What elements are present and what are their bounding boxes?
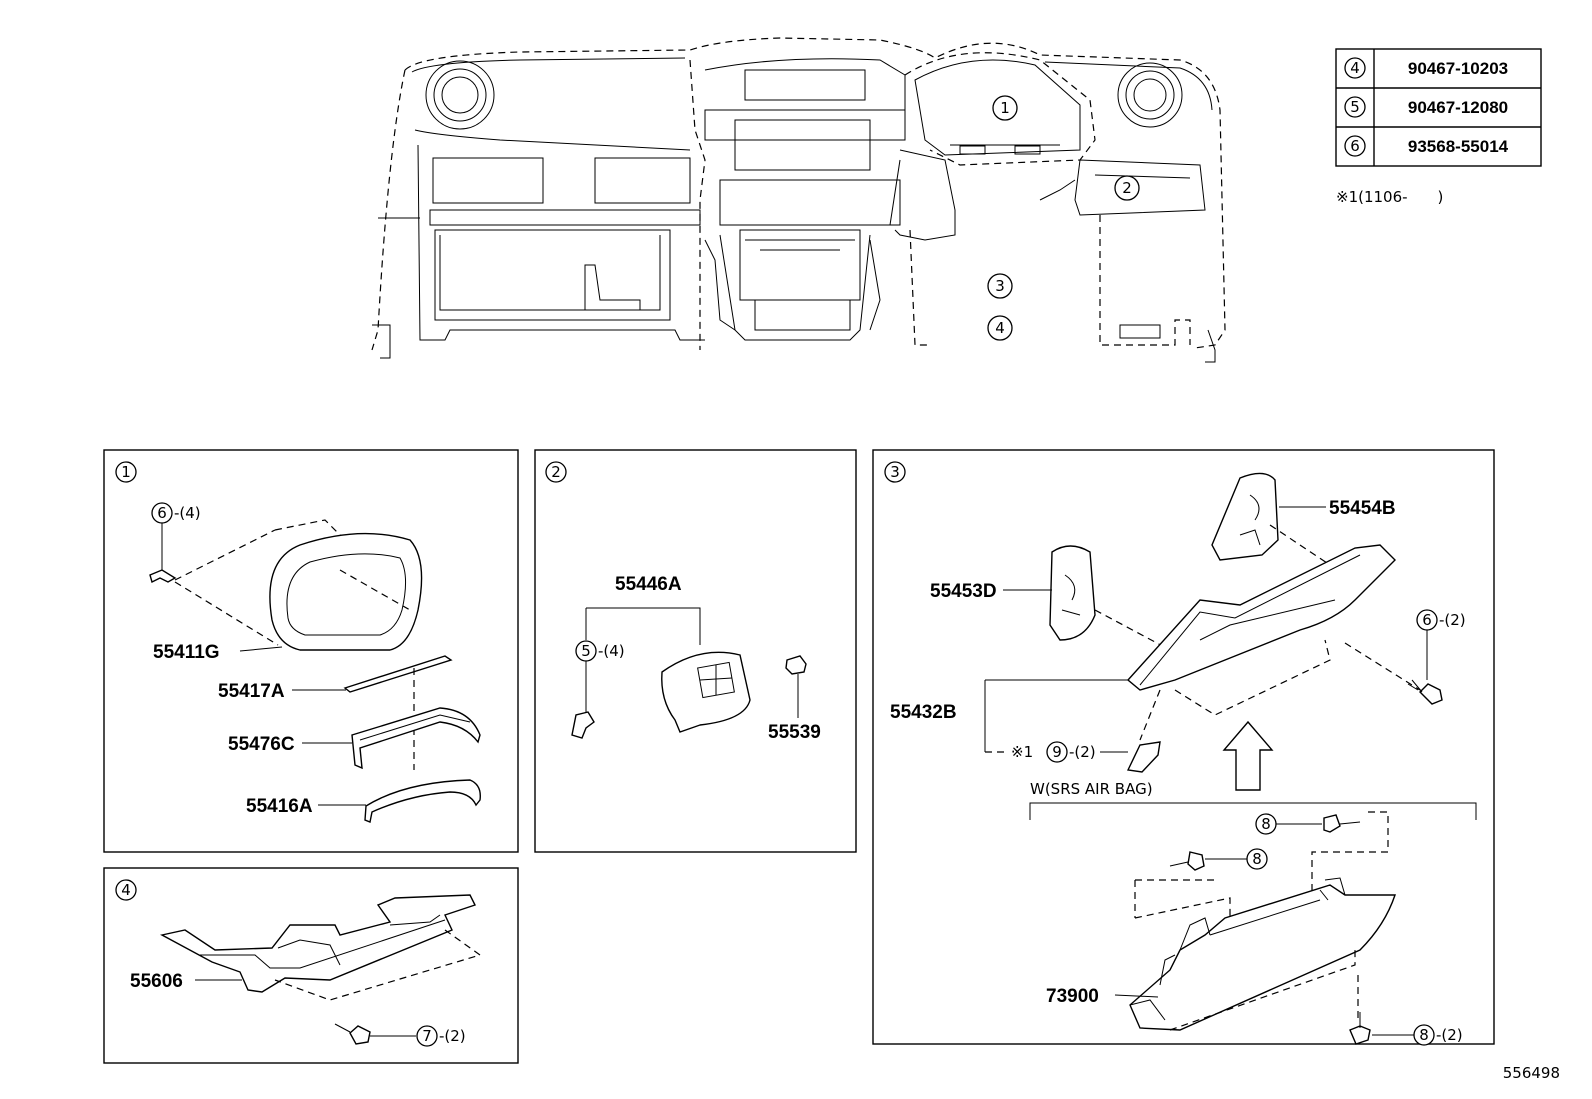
table-part-5: 90467-12080: [1408, 98, 1508, 117]
direction-arrow: [1222, 720, 1274, 791]
screw-8a-icon: [1323, 814, 1341, 833]
glove-box: [1129, 884, 1396, 1031]
screw-6-icon: [1419, 683, 1443, 705]
panel-2: 2 55446A 5 -(4) 55539: [534, 449, 857, 853]
panel-3-screw8c-ref: 8: [1419, 1026, 1429, 1044]
table-note: ※1(1106- ): [1336, 188, 1443, 206]
part-55606: 55606: [130, 971, 183, 992]
screw-8c-icon: [1349, 1025, 1371, 1045]
panel-4-screw7-ref: 7: [422, 1027, 432, 1045]
dashboard-overview: 1 2 3 4: [371, 37, 1226, 363]
panel-1-screw-qty: -(4): [174, 504, 201, 522]
panel-3-screw6-qty: -(2): [1439, 611, 1466, 629]
cluster-bezel: [351, 707, 481, 770]
clip-6-icon: [149, 569, 177, 584]
screw-8b-icon: [1187, 851, 1205, 871]
part-55411G: 55411G: [153, 642, 220, 663]
panel-2-clip-ref: 5: [581, 642, 591, 660]
part-55446A: 55446A: [615, 574, 682, 595]
part-55416A: 55416A: [246, 796, 313, 817]
table-ref-4: 4: [1350, 59, 1360, 77]
part-55417A: 55417A: [218, 681, 285, 702]
table-ref-5: 5: [1350, 98, 1360, 116]
panel-4: 4 55606 7 -(2): [103, 867, 519, 1064]
panel-3: 3 55454B 55453D 6 -(2) 55432B ※1: [872, 449, 1495, 1046]
side-cover-left: [1049, 545, 1096, 641]
screw-7-icon: [349, 1025, 371, 1045]
panel-1-screw-ref: 6: [157, 504, 167, 522]
part-55454B: 55454B: [1329, 498, 1396, 519]
clip-9-icon: [1126, 741, 1161, 773]
panel-4-ref: 4: [121, 881, 131, 899]
side-cover-right: [1211, 472, 1279, 561]
diagram-id: 556498: [1503, 1064, 1560, 1082]
panel-3-note-mark: ※1: [1011, 743, 1033, 761]
panel-1-ref: 1: [121, 463, 131, 481]
part-55453D: 55453D: [930, 581, 997, 602]
part-number-table: 4 90467-10203 5 90467-12080 6 93568-5501…: [1335, 48, 1542, 206]
overview-ref-1: 1: [1000, 99, 1010, 117]
panel-2-ref: 2: [551, 463, 561, 481]
clip-5-icon: [571, 711, 595, 739]
part-55432B: 55432B: [890, 702, 957, 723]
switch-panel: [661, 651, 751, 733]
overview-ref-3: 3: [995, 277, 1005, 295]
clip-55539: [785, 655, 807, 675]
panel-3-screw8c-qty: -(2): [1436, 1026, 1463, 1044]
panel-3-clip9-qty: -(2): [1069, 743, 1096, 761]
cluster-trim: [364, 779, 481, 823]
panel-3-clip9-ref: 9: [1052, 743, 1062, 761]
panel-3-screw6-ref: 6: [1422, 611, 1432, 629]
part-55539: 55539: [768, 722, 821, 743]
part-73900: 73900: [1046, 986, 1099, 1007]
panel-3-screw8a-ref: 8: [1261, 815, 1271, 833]
panel-4-screw7-qty: -(2): [439, 1027, 466, 1045]
light-strip: [343, 655, 453, 693]
panel-1: 1 6 -(4) 55411G 55417A 55476C 55416A: [103, 449, 519, 853]
table-part-6: 93568-55014: [1408, 137, 1509, 156]
part-55476C: 55476C: [228, 734, 295, 755]
panel-3-condition: W(SRS AIR BAG): [1030, 780, 1153, 798]
table-ref-6: 6: [1350, 137, 1360, 155]
panel-2-clip-qty: -(4): [598, 642, 625, 660]
cluster-hood: [269, 532, 423, 651]
panel-3-ref: 3: [890, 463, 900, 481]
panel-3-screw8b-ref: 8: [1252, 850, 1262, 868]
table-part-4: 90467-10203: [1408, 59, 1508, 78]
overview-ref-2: 2: [1122, 179, 1132, 197]
overview-ref-4: 4: [995, 319, 1005, 337]
